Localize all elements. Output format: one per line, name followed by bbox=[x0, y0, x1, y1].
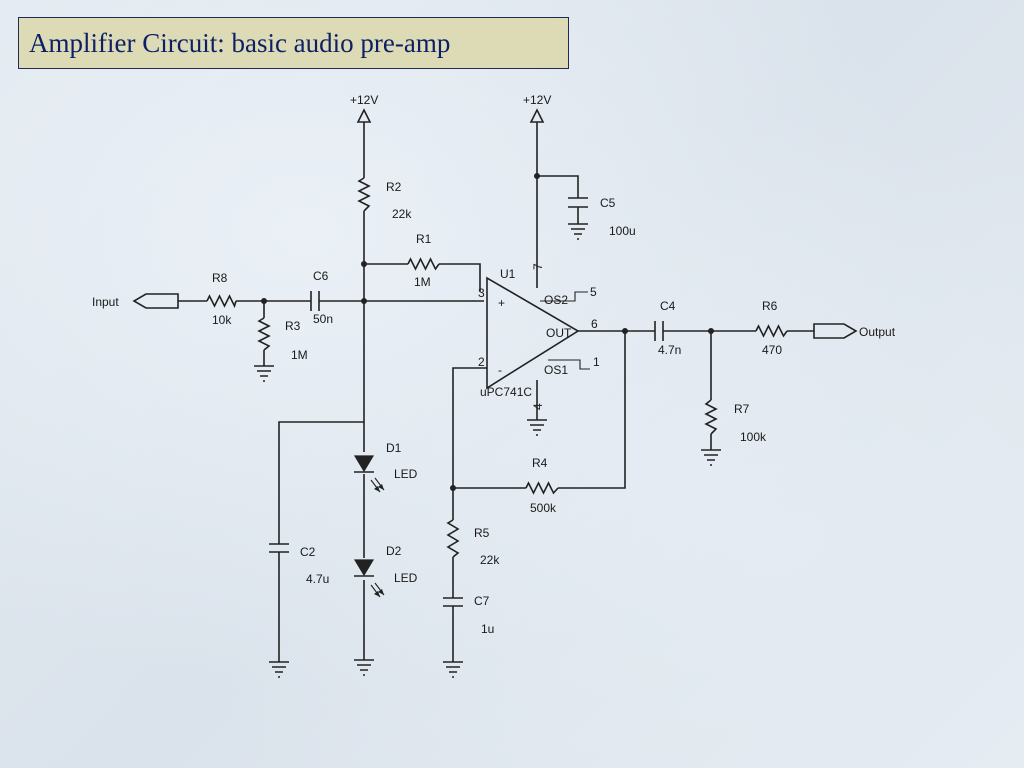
opamp-ref: U1 bbox=[500, 267, 516, 281]
c4-value: 4.7n bbox=[658, 343, 681, 357]
opamp-minus-sign: - bbox=[498, 363, 502, 377]
junction-dot bbox=[534, 173, 540, 179]
junction-dots bbox=[261, 173, 714, 491]
opamp-plus-sign: + bbox=[498, 296, 505, 310]
pin-number: 1 bbox=[593, 355, 600, 369]
junction-dot bbox=[708, 328, 714, 334]
r3-ref: R3 bbox=[285, 319, 301, 333]
c4-ref: C4 bbox=[660, 299, 676, 313]
ground-icon bbox=[527, 419, 547, 436]
junction-dot bbox=[261, 298, 267, 304]
resistor-r4: R4 500k bbox=[525, 456, 559, 515]
opamp-out-label: OUT bbox=[546, 326, 572, 340]
d1-ref: D1 bbox=[386, 441, 402, 455]
supply-12v-left: +12V bbox=[350, 93, 378, 123]
r6-value: 470 bbox=[762, 343, 782, 357]
junction-dot bbox=[361, 261, 367, 267]
slide-title-box: Amplifier Circuit: basic audio pre-amp bbox=[18, 17, 569, 69]
c5-ref: C5 bbox=[600, 196, 616, 210]
r5-value: 22k bbox=[480, 553, 500, 567]
junction-dot bbox=[361, 298, 367, 304]
c7-value: 1u bbox=[481, 622, 494, 636]
r6-ref: R6 bbox=[762, 299, 778, 313]
junction-dot bbox=[450, 485, 456, 491]
d2-ref: D2 bbox=[386, 544, 402, 558]
supply-label: +12V bbox=[523, 93, 551, 107]
led-d1: D1 LED bbox=[353, 441, 418, 493]
capacitor-c5: C5 100u bbox=[568, 196, 636, 238]
resistor-r2: R2 22k bbox=[357, 177, 412, 221]
r8-value: 10k bbox=[212, 313, 232, 327]
opamp-part: uPC741C bbox=[480, 385, 532, 399]
ground-icon bbox=[443, 661, 463, 678]
r1-ref: R1 bbox=[416, 232, 432, 246]
opamp-os2-label: OS2 bbox=[544, 293, 568, 307]
capacitor-c4: C4 4.7n bbox=[654, 299, 681, 357]
output-label: Output bbox=[859, 325, 896, 339]
led-d2: D2 LED bbox=[353, 544, 418, 598]
junction-dot bbox=[622, 328, 628, 334]
c2-ref: C2 bbox=[300, 545, 316, 559]
r7-value: 100k bbox=[740, 430, 767, 444]
r2-value: 22k bbox=[392, 207, 412, 221]
r2-ref: R2 bbox=[386, 180, 402, 194]
pin-number: 2 bbox=[478, 355, 485, 369]
resistor-r1: R1 1M bbox=[407, 232, 440, 289]
capacitor-c6: C6 50n bbox=[310, 269, 333, 326]
d1-value: LED bbox=[394, 467, 418, 481]
pin-number: 6 bbox=[591, 317, 598, 331]
wires bbox=[178, 122, 814, 662]
c2-value: 4.7u bbox=[306, 572, 329, 586]
input-port: Input bbox=[92, 293, 179, 309]
opamp-os1-label: OS1 bbox=[544, 363, 568, 377]
capacitor-c7: C7 1u bbox=[443, 594, 494, 636]
slide-title: Amplifier Circuit: basic audio pre-amp bbox=[29, 27, 451, 58]
output-port: Output bbox=[813, 323, 896, 339]
resistor-r6: R6 470 bbox=[755, 299, 788, 357]
r4-value: 500k bbox=[530, 501, 557, 515]
resistor-r3: R3 1M bbox=[257, 317, 308, 362]
r4-ref: R4 bbox=[532, 456, 548, 470]
supply-label: +12V bbox=[350, 93, 378, 107]
c6-ref: C6 bbox=[313, 269, 329, 283]
r1-value: 1M bbox=[414, 275, 431, 289]
supply-12v-right: +12V bbox=[523, 93, 551, 123]
c6-value: 50n bbox=[313, 312, 333, 326]
d2-value: LED bbox=[394, 571, 418, 585]
ground-icon bbox=[269, 661, 289, 678]
pin-number: 7 bbox=[531, 263, 545, 270]
pin-number: 4 bbox=[531, 403, 545, 410]
resistor-r7: R7 100k bbox=[704, 399, 767, 444]
ground-icon bbox=[701, 449, 721, 466]
resistor-r8: R8 10k bbox=[206, 271, 237, 327]
r8-ref: R8 bbox=[212, 271, 228, 285]
resistor-r5: R5 22k bbox=[446, 519, 500, 567]
r3-value: 1M bbox=[291, 348, 308, 362]
opamp-u1: U1 uPC741C + - OUT OS2 OS1 3 2 5 6 1 7 4 bbox=[478, 263, 600, 410]
c5-value: 100u bbox=[609, 224, 636, 238]
ground-icon bbox=[354, 659, 374, 676]
capacitor-c2: C2 4.7u bbox=[269, 543, 329, 586]
r7-ref: R7 bbox=[734, 402, 750, 416]
ground-icon bbox=[568, 223, 588, 240]
pin-number: 3 bbox=[478, 286, 485, 300]
pin-number: 5 bbox=[590, 285, 597, 299]
input-label: Input bbox=[92, 295, 119, 309]
r5-ref: R5 bbox=[474, 526, 490, 540]
c7-ref: C7 bbox=[474, 594, 490, 608]
ground-icon bbox=[254, 365, 274, 382]
